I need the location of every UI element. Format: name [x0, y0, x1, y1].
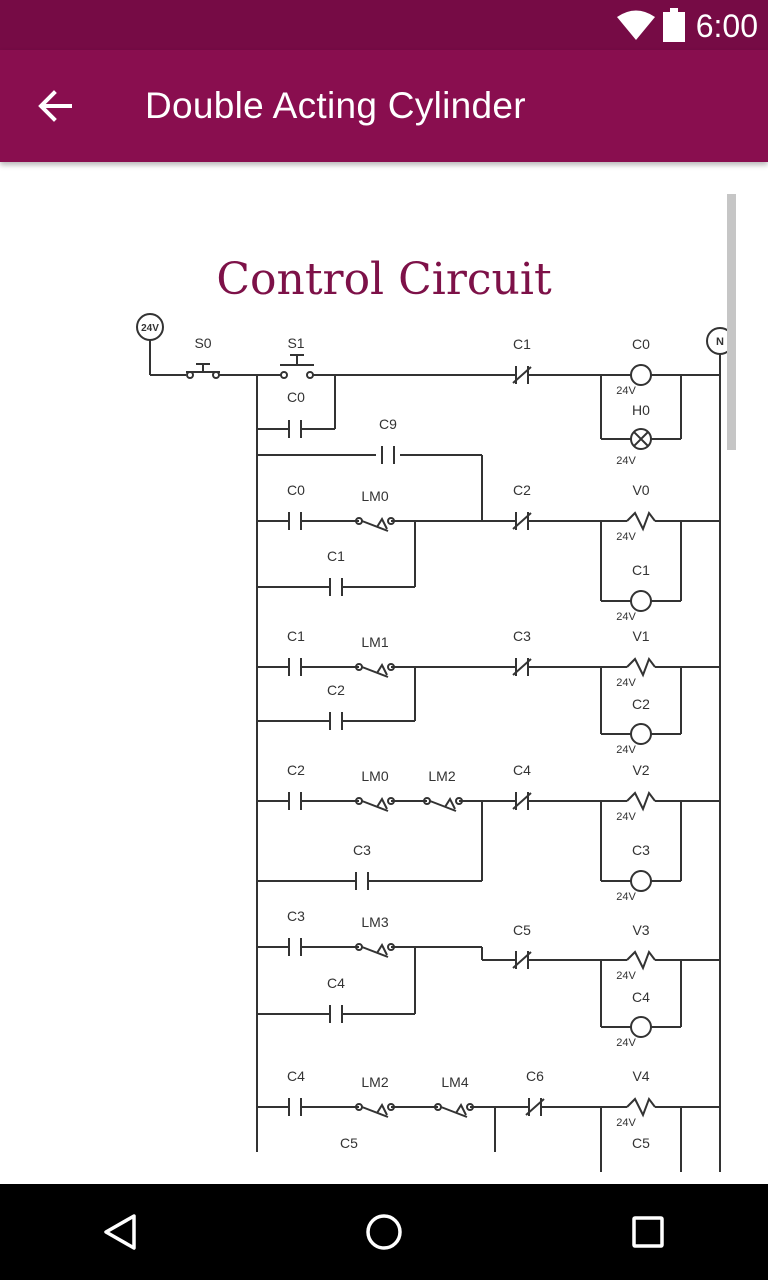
r6-c5-label: C5	[513, 922, 531, 938]
r6-c3-contact	[288, 937, 302, 957]
voltage-label: 24V	[616, 677, 636, 689]
r1-c1-label: C1	[513, 336, 531, 352]
wifi-icon	[617, 10, 655, 40]
v2-solenoid	[600, 792, 682, 810]
c1-relay-coil	[600, 590, 682, 612]
r7-lm4-label: LM4	[441, 1074, 468, 1090]
battery-icon	[663, 8, 685, 42]
r1-c0-holding-label: C0	[287, 389, 305, 405]
v3-solenoid	[600, 951, 682, 969]
lm1-limit-switch	[355, 663, 395, 678]
voltage-label: 24V	[616, 970, 636, 982]
c9-contact	[381, 445, 395, 465]
s0-label: S0	[194, 335, 211, 351]
r7-c5-contact-label: C5	[340, 1135, 358, 1151]
voltage-label: 24V	[616, 611, 636, 623]
r6-c4-contact-label: C4	[327, 975, 345, 991]
v4-label: V4	[632, 1068, 649, 1084]
v2-label: V2	[632, 762, 649, 778]
voltage-label: 24V	[616, 1117, 636, 1129]
h0-label: H0	[632, 402, 650, 418]
r3-lm0-label: LM0	[361, 488, 388, 504]
voltage-label: 24V	[616, 891, 636, 903]
c0-holding-contact	[288, 419, 302, 439]
r5-lm2-label: LM2	[428, 768, 455, 784]
voltage-label: 24V	[616, 385, 636, 397]
diagram-title: Control Circuit	[216, 254, 552, 305]
r7-lm2-limit-switch	[355, 1103, 395, 1118]
s0-stop-button	[186, 363, 220, 379]
navigation-bar	[0, 1184, 768, 1280]
r5-lm0-label: LM0	[361, 768, 388, 784]
r5-c3-coil-label: C3	[632, 842, 650, 858]
scrollbar[interactable]	[727, 194, 736, 450]
r7-c6-label: C6	[526, 1068, 544, 1084]
r4-c1-contact	[288, 657, 302, 677]
voltage-label: 24V	[616, 1037, 636, 1049]
r5-c4-label: C4	[513, 762, 531, 778]
c2-relay-coil	[600, 723, 682, 745]
r5-c2-label: C2	[287, 762, 305, 778]
r7-c4-contact	[288, 1097, 302, 1117]
r6-c3-label: C3	[287, 908, 305, 924]
v1-solenoid	[600, 658, 682, 676]
r5-lm0-limit-switch	[355, 797, 395, 812]
r3-c2-label: C2	[513, 482, 531, 498]
nav-back-icon[interactable]	[90, 1202, 150, 1262]
r1-c0-coil-label: C0	[632, 336, 650, 352]
neutral-label: N	[716, 336, 724, 348]
r4-c2-contact-label: C2	[327, 682, 345, 698]
v0-solenoid	[600, 512, 682, 530]
voltage-label: 24V	[616, 531, 636, 543]
r3-c1-contact	[329, 577, 343, 597]
r6-c4-coil-label: C4	[632, 989, 650, 1005]
r4-lm1-label: LM1	[361, 634, 388, 650]
voltage-label: 24V	[616, 455, 636, 467]
r4-c2-coil-label: C2	[632, 696, 650, 712]
r5-lm2-limit-switch	[423, 797, 463, 812]
control-circuit-diagram: Control Circuit 24V N S0 S1 C1 C0 C0 H0 …	[136, 254, 734, 1172]
c0-relay-coil	[600, 364, 682, 386]
r4-c3-label: C3	[513, 628, 531, 644]
c3-relay-coil	[600, 870, 682, 892]
r6-c4-contact	[329, 1004, 343, 1024]
v4-solenoid	[600, 1098, 682, 1116]
r5-c3-contact-label: C3	[353, 842, 371, 858]
c4-relay-coil	[600, 1016, 682, 1038]
r5-c2-contact	[288, 791, 302, 811]
r3-c1-coil-label: C1	[632, 562, 650, 578]
r6-lm3-label: LM3	[361, 914, 388, 930]
r7-c4-label: C4	[287, 1068, 305, 1084]
r4-c2-contact	[329, 711, 343, 731]
r3-c0-contact	[288, 511, 302, 531]
nav-home-icon[interactable]	[354, 1202, 414, 1262]
voltage-label: 24V	[616, 811, 636, 823]
r3-c1-contact-label: C1	[327, 548, 345, 564]
r7-lm2-label: LM2	[361, 1074, 388, 1090]
r7-c5-coil-label: C5	[632, 1135, 650, 1151]
voltage-label: 24V	[616, 744, 636, 756]
c9-label: C9	[379, 416, 397, 432]
status-time: 6:00	[695, 8, 758, 44]
status-bar: 6:00	[0, 0, 768, 50]
s1-label: S1	[287, 335, 304, 351]
r5-c3-contact	[355, 871, 369, 891]
v1-label: V1	[632, 628, 649, 644]
content-area[interactable]: Control Circuit 24V N S0 S1 C1 C0 C0 H0 …	[0, 162, 768, 1184]
r4-c1-label: C1	[287, 628, 305, 644]
nav-recents-icon[interactable]	[618, 1202, 678, 1262]
back-arrow-icon[interactable]	[24, 74, 88, 138]
v0-label: V0	[632, 482, 649, 498]
lm0-limit-switch	[355, 517, 395, 532]
lm3-limit-switch	[355, 943, 395, 958]
r3-c0-label: C0	[287, 482, 305, 498]
v3-label: V3	[632, 922, 649, 938]
h0-indicator-lamp	[600, 428, 682, 450]
s1-start-button	[280, 354, 314, 379]
supply-label: 24V	[141, 323, 159, 334]
app-bar: Double Acting Cylinder	[0, 50, 768, 162]
page-title: Double Acting Cylinder	[145, 85, 526, 126]
lm4-limit-switch	[434, 1103, 474, 1118]
